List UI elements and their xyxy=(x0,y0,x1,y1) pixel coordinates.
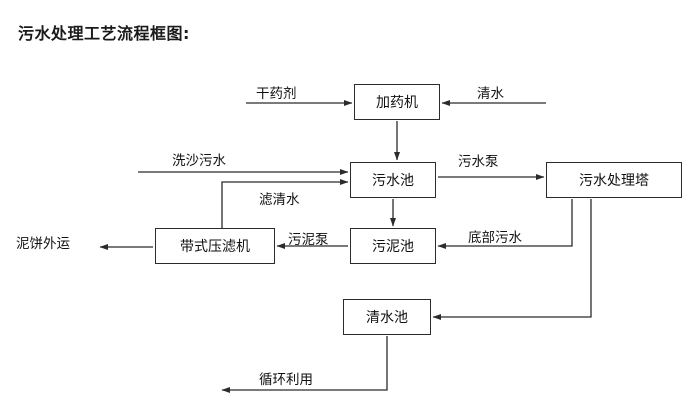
node-label-treatment-tower: 污水处理塔 xyxy=(579,173,649,189)
edge-label-bottom-wastewater: 底部污水 xyxy=(468,230,522,246)
node-label-belt-filter-press: 带式压滤机 xyxy=(180,239,250,255)
terminal-sand-wash-wastewater: 洗沙污水 xyxy=(172,153,226,169)
terminal-clean-water: 清水 xyxy=(477,86,504,102)
terminal-dry-chemical: 干药剂 xyxy=(256,86,297,102)
edge-label-filtered-clear-water: 滤清水 xyxy=(259,192,300,208)
edge-label-sewage-pump: 污水泵 xyxy=(458,154,499,170)
node-clear-water-pool[interactable]: 清水池 xyxy=(343,299,431,335)
edge-label-recycle-reuse: 循环利用 xyxy=(259,372,313,388)
terminal-mud-cake-transport: 泥饼外运 xyxy=(16,236,70,252)
edge-clear-water-pool-to-reuse xyxy=(221,336,388,394)
node-label-dosing-machine: 加药机 xyxy=(376,95,418,111)
edge-label-sludge-pump: 污泥泵 xyxy=(288,232,329,248)
node-treatment-tower[interactable]: 污水处理塔 xyxy=(546,162,682,198)
edge-tower-to-sludge-pool xyxy=(437,199,573,250)
node-sludge-pool[interactable]: 污泥池 xyxy=(350,228,436,264)
page-title: 污水处理工艺流程框图: xyxy=(18,24,190,43)
node-label-wastewater-pool: 污水池 xyxy=(372,173,414,189)
node-belt-filter-press[interactable]: 带式压滤机 xyxy=(155,228,275,264)
node-dosing-machine[interactable]: 加药机 xyxy=(354,84,440,120)
node-wastewater-pool[interactable]: 污水池 xyxy=(350,162,436,198)
node-label-clear-water-pool: 清水池 xyxy=(366,310,408,326)
node-label-sludge-pool: 污泥池 xyxy=(372,239,414,255)
edge-tower-to-clear-water-pool xyxy=(432,199,592,321)
